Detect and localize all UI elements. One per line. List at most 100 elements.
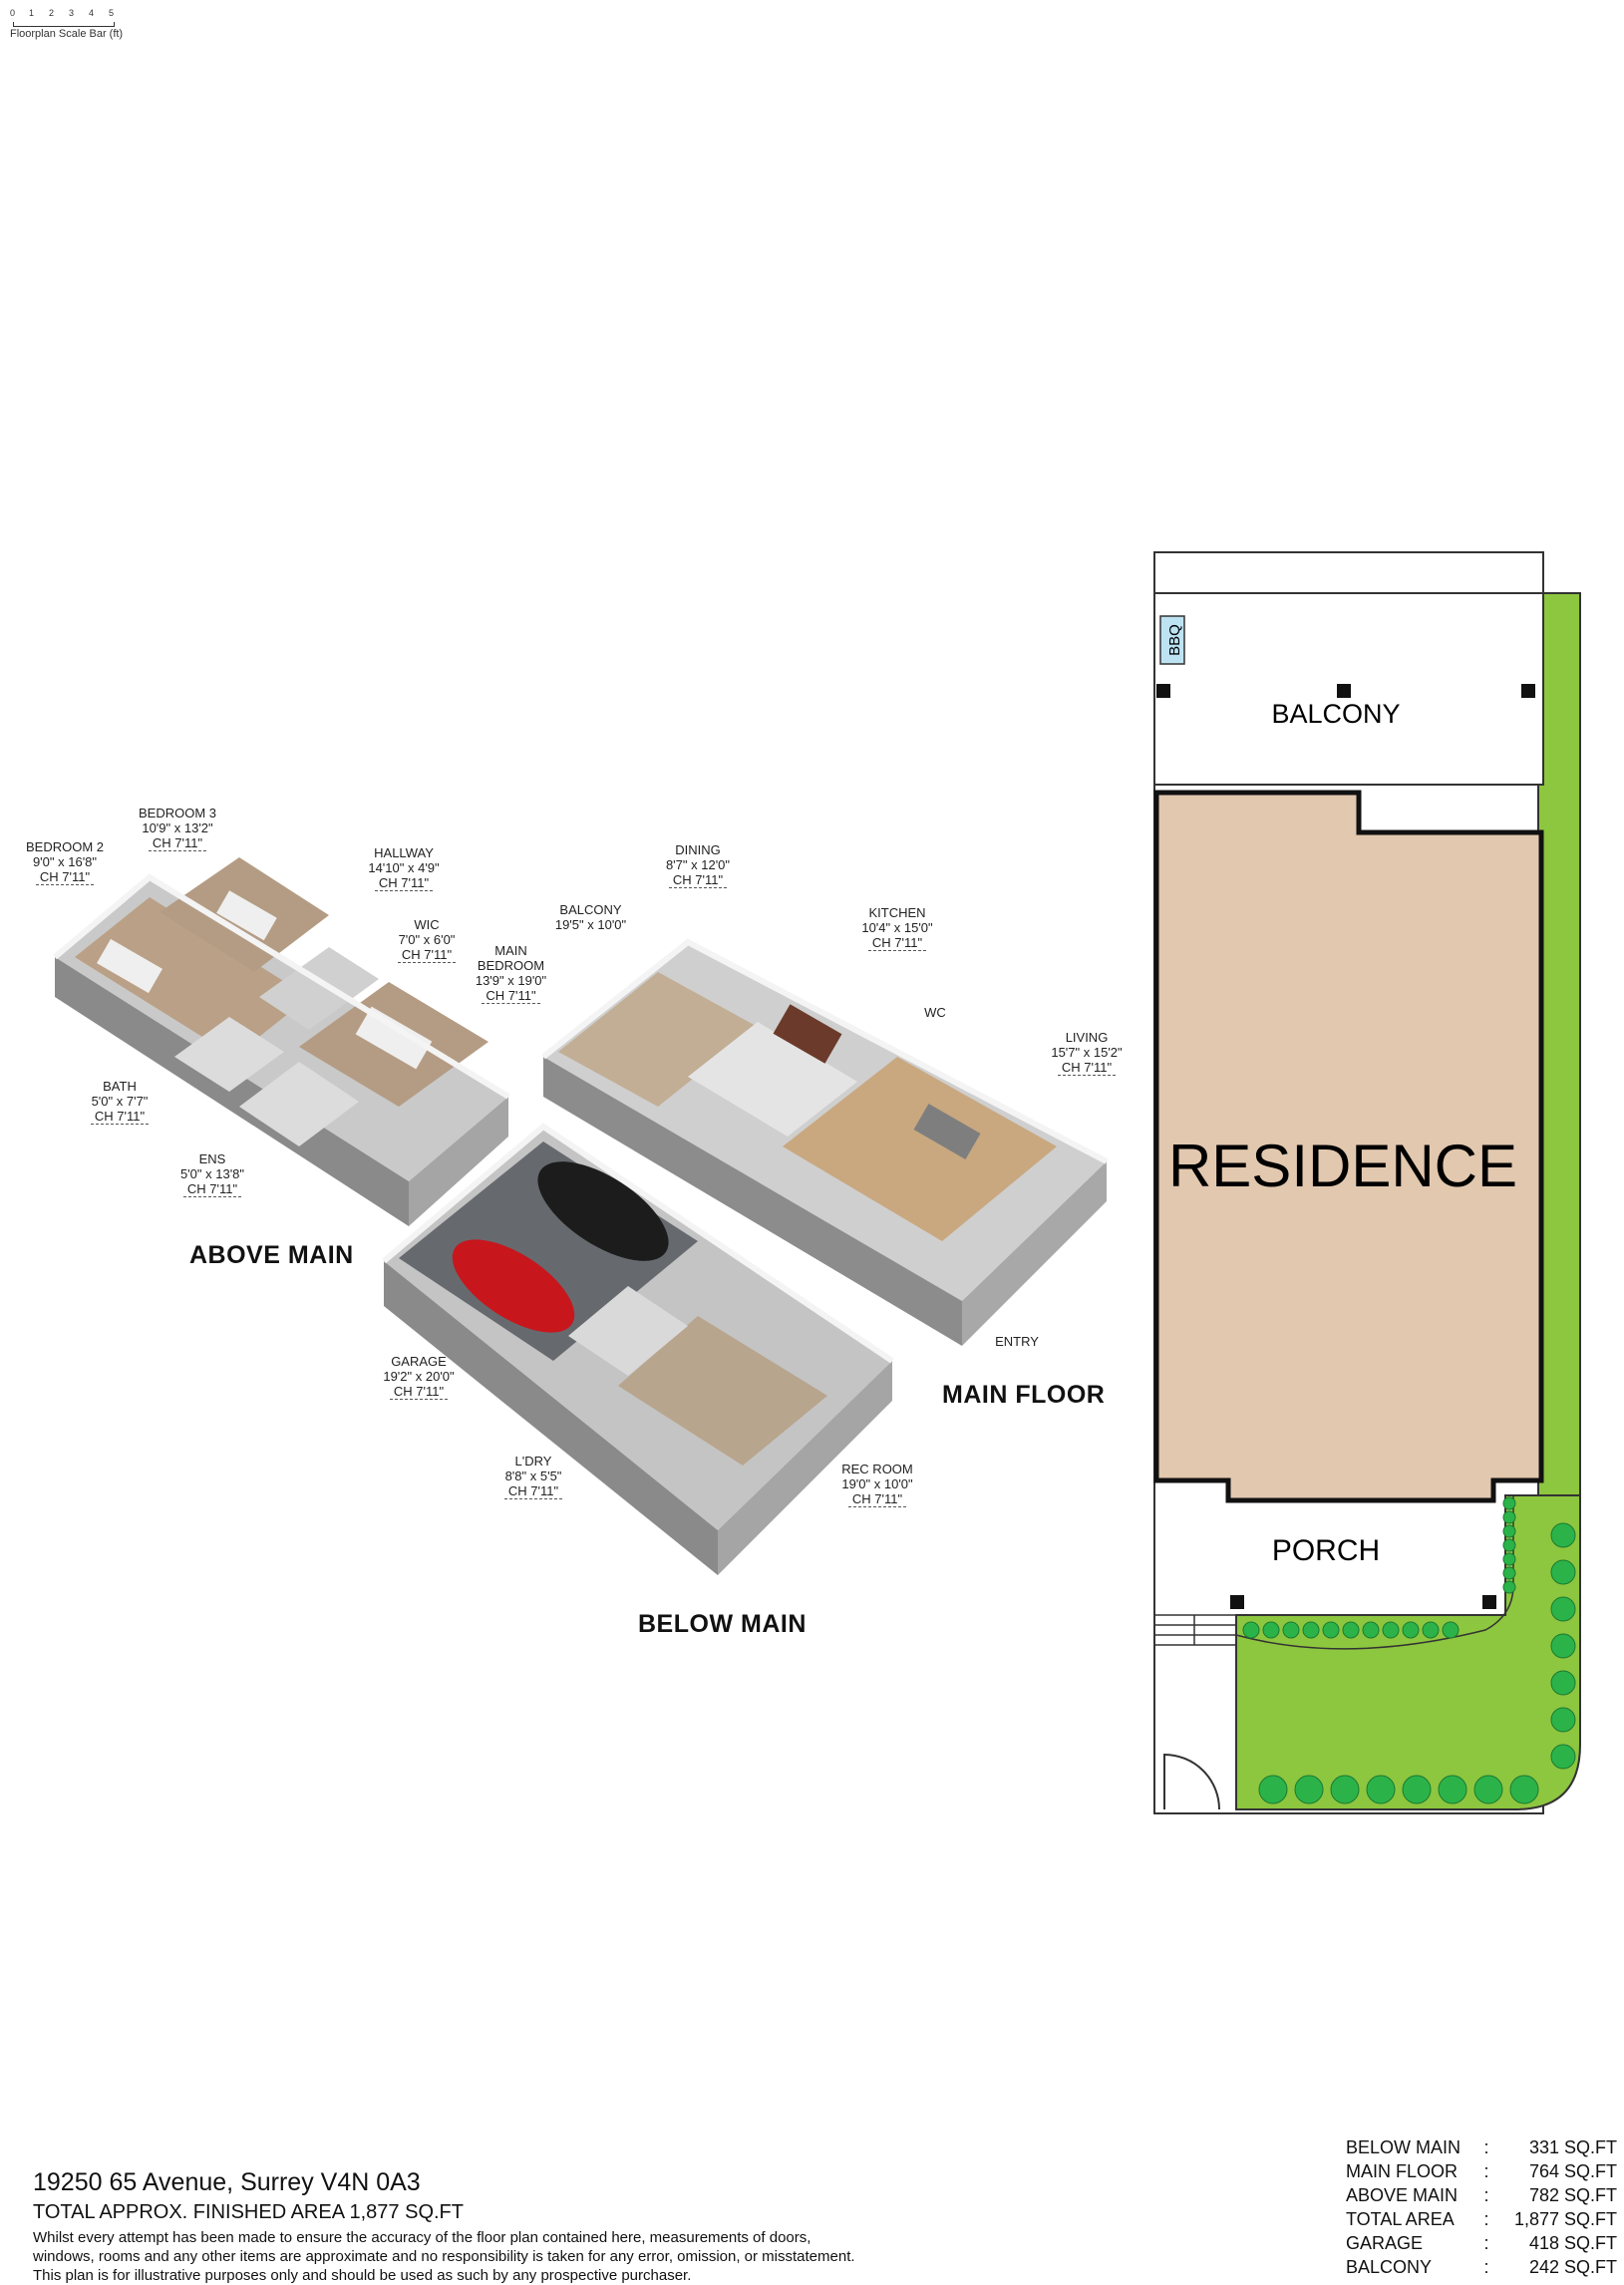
- site-plan: BBQ BALCONY RESIDENCE PORCH: [1153, 551, 1581, 1814]
- room-name: BATH: [103, 1079, 137, 1094]
- room-label-laundry: L'DRY 8'8" x 5'5" CH 7'11": [493, 1454, 573, 1499]
- scale-bar-ticks: 0 1 2 3 4 5: [10, 8, 120, 27]
- area-label: BELOW MAIN: [1346, 2137, 1462, 2157]
- disclaimer: Whilst every attempt has been made to en…: [33, 2228, 980, 2285]
- area-label: TOTAL AREA: [1346, 2209, 1455, 2229]
- area-summary-table: BELOW MAIN:331 SQ.FT MAIN FLOOR:764 SQ.F…: [1346, 2135, 1617, 2279]
- porch-label: PORCH: [1272, 1534, 1380, 1567]
- disclaimer-line: Whilst every attempt has been made to en…: [33, 2229, 812, 2246]
- room-ceiling-height: CH 7'11": [148, 835, 207, 851]
- room-ceiling-height: CH 7'11": [482, 988, 540, 1004]
- room-dims: 10'4" x 15'0": [861, 920, 933, 935]
- floorplan-3d-illustration: [53, 857, 1109, 1575]
- bbq-box: [1159, 615, 1185, 665]
- scale-bar-caption: Floorplan Scale Bar (ft): [10, 28, 124, 40]
- room-dims: 9'0" x 16'8": [32, 854, 98, 869]
- floor-title-below-main: BELOW MAIN: [638, 1610, 807, 1638]
- room-name: BEDROOM 2: [25, 839, 104, 854]
- area-label: ABOVE MAIN: [1346, 2185, 1459, 2205]
- area-value: 1,877 SQ.FT: [1513, 2209, 1617, 2229]
- scale-tick: 0: [10, 8, 16, 18]
- room-label-balcony: BALCONY 19'5" x 10'0": [543, 902, 638, 932]
- room-ceiling-height: CH 7'11": [668, 872, 728, 888]
- room-ceiling-height: CH 7'11": [397, 947, 457, 963]
- room-label-bedroom-2: BEDROOM 2 9'0" x 16'8" CH 7'11": [20, 839, 110, 885]
- room-name: L'DRY: [514, 1454, 552, 1469]
- room-dims: 19'2" x 20'0": [383, 1369, 455, 1384]
- door-swing-icon: [1163, 1753, 1220, 1810]
- room-label-wc: WC: [915, 1005, 955, 1020]
- main-floor-model: [541, 938, 1109, 1346]
- room-ceiling-height: CH 7'11": [389, 1384, 449, 1400]
- room-name: GARAGE: [391, 1354, 447, 1369]
- tree-icons: [1242, 1496, 1576, 1804]
- scale-tick: 3: [69, 8, 75, 18]
- site-balcony-label: BALCONY: [1271, 699, 1400, 729]
- area-row: MAIN FLOOR:764 SQ.FT: [1346, 2161, 1617, 2181]
- room-dims: 5'0" x 7'7": [91, 1094, 149, 1109]
- room-ceiling-height: CH 7'11": [35, 869, 95, 885]
- room-dims: 8'8" x 5'5": [504, 1469, 562, 1483]
- scale-tick: 5: [109, 8, 115, 18]
- scale-tick: 4: [89, 8, 95, 18]
- area-row: BALCONY:242 SQ.FT: [1346, 2257, 1617, 2277]
- room-name: BEDROOM 3: [138, 806, 216, 820]
- room-label-bedroom-3: BEDROOM 3 10'9" x 13'2" CH 7'11": [128, 806, 227, 851]
- property-address: 19250 65 Avenue, Surrey V4N 0A3: [33, 2168, 421, 2196]
- room-dims: 10'9" x 13'2": [142, 820, 213, 835]
- floor-title-main-floor: MAIN FLOOR: [942, 1381, 1106, 1409]
- room-name: LIVING: [1065, 1030, 1109, 1045]
- disclaimer-line: windows, rooms and any other items are a…: [33, 2248, 855, 2265]
- room-name: WIC: [414, 917, 440, 932]
- scale-bar-line: [13, 22, 115, 27]
- room-label-main-bedroom: MAIN BEDROOM 13'9" x 19'0" CH 7'11": [464, 943, 558, 1004]
- area-label: BALCONY: [1346, 2257, 1433, 2277]
- floor-title-above-main: ABOVE MAIN: [189, 1241, 354, 1269]
- area-value: 242 SQ.FT: [1528, 2257, 1617, 2277]
- room-ceiling-height: CH 7'11": [847, 1491, 907, 1507]
- room-dims: 5'0" x 13'8": [179, 1166, 245, 1181]
- room-dims: 13'9" x 19'0": [475, 973, 547, 988]
- room-dims: 19'0" x 10'0": [841, 1476, 913, 1491]
- room-dims: 8'7" x 12'0": [665, 857, 731, 872]
- room-ceiling-height: CH 7'11": [503, 1483, 563, 1499]
- scale-bar: 0 1 2 3 4 5 Floorplan Scale Bar (ft): [10, 8, 150, 40]
- below-main-model: [382, 1123, 894, 1575]
- room-name: MAIN BEDROOM: [477, 943, 545, 973]
- room-dims: 7'0" x 6'0": [398, 932, 456, 947]
- room-name: ENS: [198, 1151, 226, 1166]
- area-label: MAIN FLOOR: [1346, 2161, 1459, 2181]
- bbq-label: BBQ: [1166, 624, 1183, 656]
- scale-tick: 1: [29, 8, 35, 18]
- residence-label: RESIDENCE: [1168, 1133, 1517, 1199]
- room-label-garage: GARAGE 19'2" x 20'0" CH 7'11": [369, 1354, 469, 1400]
- area-value: 418 SQ.FT: [1528, 2233, 1617, 2253]
- room-label-kitchen: KITCHEN 10'4" x 15'0" CH 7'11": [847, 905, 947, 951]
- room-name: BALCONY: [559, 902, 622, 917]
- room-label-dining: DINING 8'7" x 12'0" CH 7'11": [653, 842, 743, 888]
- total-finished-area: TOTAL APPROX. FINISHED AREA 1,877 SQ.FT: [33, 2201, 464, 2223]
- room-name: WC: [924, 1005, 946, 1020]
- room-ceiling-height: CH 7'11": [90, 1109, 150, 1125]
- room-name: HALLWAY: [374, 845, 434, 860]
- area-row: ABOVE MAIN:782 SQ.FT: [1346, 2185, 1617, 2205]
- room-label-ens: ENS 5'0" x 13'8" CH 7'11": [167, 1151, 257, 1197]
- area-value: 782 SQ.FT: [1528, 2185, 1617, 2205]
- room-label-living: LIVING 15'7" x 15'2" CH 7'11": [1037, 1030, 1137, 1076]
- area-label: GARAGE: [1346, 2233, 1424, 2253]
- area-value: 764 SQ.FT: [1528, 2161, 1617, 2181]
- front-lawn: [1235, 1494, 1581, 1810]
- room-label-wic: WIC 7'0" x 6'0" CH 7'11": [387, 917, 467, 963]
- room-ceiling-height: CH 7'11": [867, 935, 927, 951]
- room-label-rec-room: REC ROOM 19'0" x 10'0" CH 7'11": [827, 1462, 927, 1507]
- room-dims: 19'5" x 10'0": [554, 917, 627, 932]
- room-ceiling-height: CH 7'11": [182, 1181, 242, 1197]
- room-dims: 14'10" x 4'9": [368, 860, 440, 875]
- room-name: KITCHEN: [868, 905, 926, 920]
- room-name: REC ROOM: [841, 1462, 913, 1476]
- room-ceiling-height: CH 7'11": [374, 875, 434, 891]
- residence-footprint: [1153, 790, 1544, 1503]
- above-main-model: [53, 857, 510, 1226]
- room-label-bath: BATH 5'0" x 7'7" CH 7'11": [80, 1079, 160, 1125]
- room-name: DINING: [675, 842, 721, 857]
